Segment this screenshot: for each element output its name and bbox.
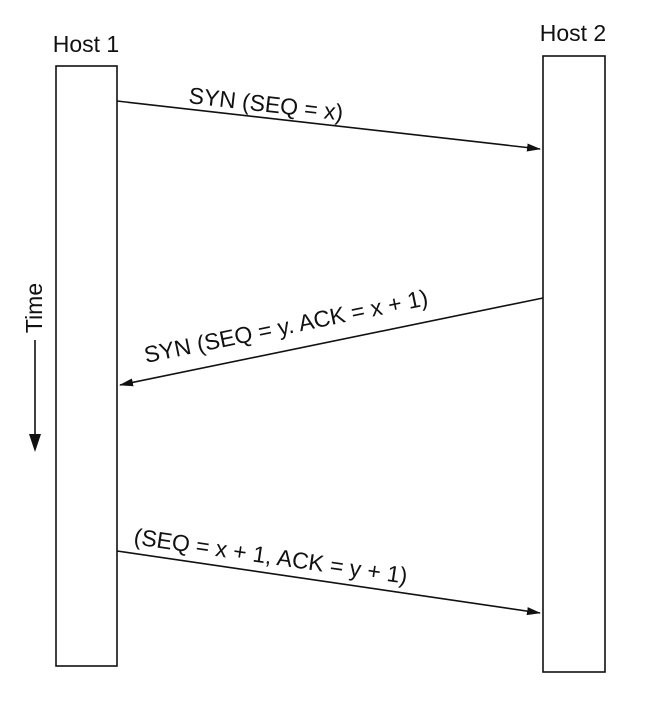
host-1-label: Host 1	[53, 31, 119, 57]
message-2-arrow	[119, 297, 544, 387]
message-1-label: SYN (SEQ = x)	[187, 82, 344, 125]
message-1-arrow	[116, 100, 541, 152]
host-2-label: Host 2	[540, 20, 606, 46]
time-axis-label: Time	[21, 283, 47, 333]
message-3-label: (SEQ = x + 1, ACK = y + 1)	[132, 523, 409, 589]
time-axis-arrowhead	[29, 434, 41, 452]
host-2-timeline	[542, 55, 606, 673]
message-3-arrow	[116, 550, 541, 616]
message-2-label: SYN (SEQ = y. ACK = x + 1)	[142, 284, 430, 368]
host-1-timeline	[55, 65, 118, 667]
